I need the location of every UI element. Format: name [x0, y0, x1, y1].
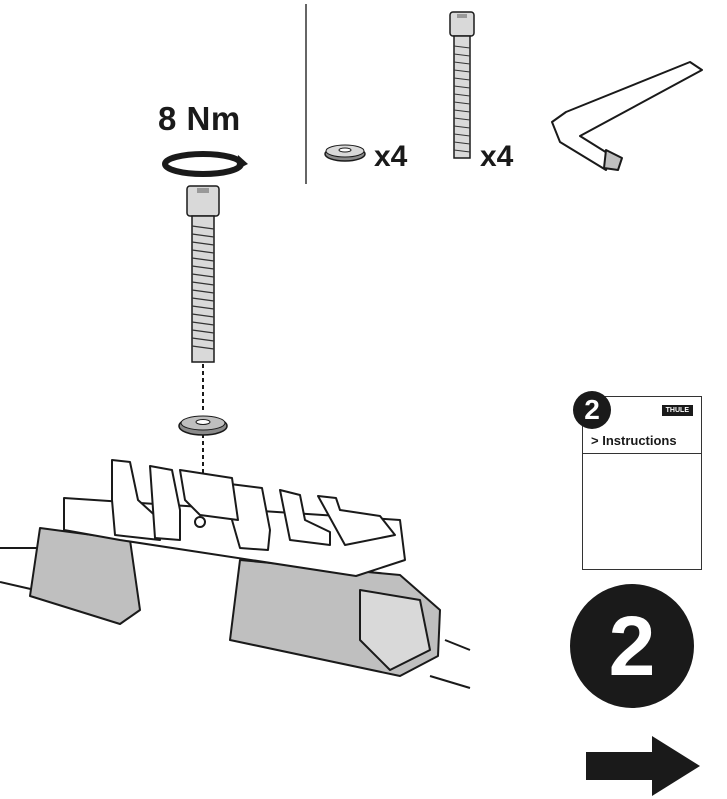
instructions-booklet: 2 THULE > Instructions [573, 391, 702, 570]
washer-icon [324, 144, 366, 162]
washer-quantity: x4 [374, 140, 408, 173]
rotate-arrow-icon [162, 151, 248, 177]
roof-rack-foot [0, 459, 471, 689]
bolt-quantity: x4 [480, 140, 514, 173]
bolt-icon [186, 185, 220, 363]
washer-icon [178, 415, 228, 436]
brand-logo: THULE [661, 405, 693, 416]
booklet-step-badge: 2 [573, 391, 611, 429]
booklet-divider [583, 453, 701, 454]
allen-key-icon [551, 61, 703, 171]
booklet-title: > Instructions [591, 433, 677, 448]
bolt-icon [449, 11, 475, 159]
step-number-badge: 2 [570, 584, 694, 708]
next-arrow-icon [586, 736, 700, 796]
torque-label: 8 Nm [158, 100, 241, 137]
